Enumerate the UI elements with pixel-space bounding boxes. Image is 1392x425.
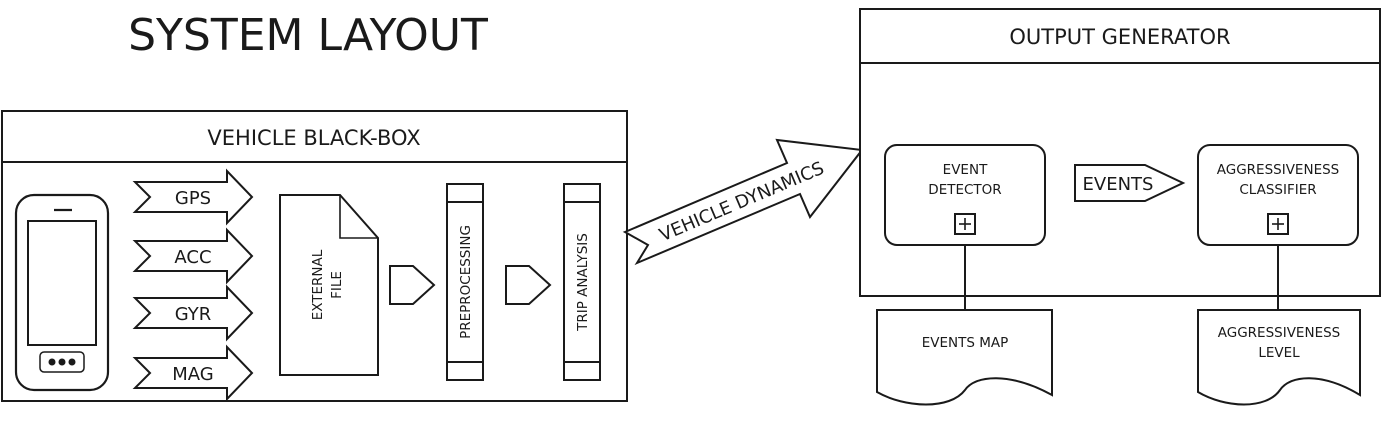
preprocessing-label: PREPROCESSING [458,225,474,339]
events-label: EVENTS [1083,174,1154,195]
vehicle-dynamics-label: VEHICLE DYNAMICS [656,158,827,246]
sensor-arrow-acc: ACC [132,227,254,285]
aggressiveness-level-label: AGGRESSIVENESS [1218,325,1340,341]
sensor-arrow-mag: MAG [132,344,254,402]
event-detector-label: EVENT [943,162,988,178]
aggressiveness-classifier-block: AGGRESSIVENESS CLASSIFIER [1197,144,1359,246]
trip-analysis-label: TRIP ANALYSIS [575,233,591,332]
classifier-label-2: CLASSIFIER [1239,182,1316,198]
external-file-icon: EXTERNAL FILE [279,194,379,376]
event-detector-block: EVENT DETECTOR [884,144,1046,246]
external-file-label: EXTERNAL [310,249,326,320]
sensor-label-acc: ACC [174,247,211,268]
sensor-label-gps: GPS [175,188,211,209]
black-box-header: VEHICLE BLACK-BOX [207,126,420,150]
smartphone-icon [14,193,110,392]
vehicle-dynamics-arrow: VEHICLE DYNAMICS [622,138,864,266]
events-map-document: EVENTS MAP [876,309,1053,406]
flow-arrow-1 [389,265,436,305]
trip-analysis-block: TRIP ANALYSIS [563,183,601,381]
preprocessing-block: PREPROCESSING [446,183,484,381]
output-generator-header: OUTPUT GENERATOR [1009,25,1230,49]
page-title: SYSTEM LAYOUT [128,10,488,61]
flow-arrow-2 [505,265,552,305]
sensor-label-gyr: GYR [175,304,212,325]
sensor-arrow-gps: GPS [132,168,254,226]
events-arrow: EVENTS [1074,164,1186,202]
external-file-label-2: FILE [329,271,345,299]
sensor-arrow-gyr: GYR [132,284,254,342]
aggressiveness-level-document: AGGRESSIVENESS LEVEL [1197,309,1361,406]
events-map-label: EVENTS MAP [922,335,1009,351]
sensor-label-mag: MAG [172,364,213,385]
classifier-label: AGGRESSIVENESS [1217,162,1339,178]
event-detector-label-2: DETECTOR [928,182,1001,198]
aggressiveness-level-label-2: LEVEL [1258,345,1300,361]
